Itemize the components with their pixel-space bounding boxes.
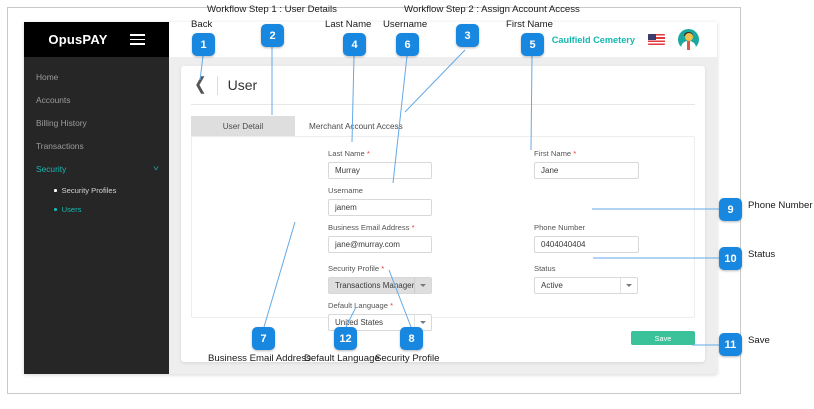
field-label: Business Email Address * (328, 223, 415, 232)
field-label: First Name * (534, 149, 577, 158)
bullet-icon (54, 208, 57, 211)
business-email-input[interactable]: jane@murray.com (328, 235, 432, 253)
field-last-name: Last Name * Murray (328, 149, 432, 179)
header-rule (191, 104, 695, 105)
user-detail-form: Last Name * Murray First Name * Jane (191, 136, 695, 331)
bullet-icon (54, 189, 57, 192)
tab-bar: User Detail Merchant Account Access (191, 116, 695, 137)
page-title: User (227, 77, 258, 93)
security-profile-select[interactable]: Transactions Manager (328, 276, 432, 294)
chevron-down-icon[interactable] (414, 277, 431, 293)
sidebar-item-transactions[interactable]: Transactions (24, 135, 169, 158)
header-divider (216, 75, 218, 95)
sidebar-item-accounts[interactable]: Accounts (24, 88, 169, 111)
callout-badge-6[interactable]: 6 (396, 33, 419, 56)
field-label: Username (328, 186, 364, 195)
sidebar-item-security[interactable]: Security ˅ (24, 158, 169, 181)
sidebar-subitem-label: Users (61, 204, 82, 214)
callout-badge-9[interactable]: 9 (719, 198, 742, 221)
field-username: Username janem (328, 186, 432, 216)
sidebar-item-label: Security (36, 164, 67, 175)
username-input[interactable]: janem (328, 198, 432, 216)
hamburger-icon[interactable] (129, 34, 145, 45)
callout-badge-7[interactable]: 7 (252, 327, 275, 350)
tab-label: User Detail (222, 122, 264, 131)
chevron-down-icon[interactable] (414, 314, 431, 330)
status-select[interactable]: Active (534, 276, 638, 294)
us-flag-icon[interactable] (648, 34, 665, 45)
tab-user-detail[interactable]: User Detail (191, 116, 295, 137)
tab-label: Merchant Account Access (309, 122, 403, 131)
phone-number-input[interactable]: 0404040404 (534, 235, 639, 253)
save-button[interactable]: Save (631, 331, 695, 345)
select-value: Transactions Manager (335, 280, 414, 290)
callout-badge-8[interactable]: 8 (400, 327, 423, 350)
brand-logo-text: OpusPAY (48, 32, 108, 47)
field-status: Status Active (534, 264, 638, 294)
callout-label-save: Save (748, 335, 770, 346)
sidebar: OpusPAY Home Accounts Billing History Tr… (24, 22, 169, 374)
select-value: Active (541, 280, 563, 290)
field-label: Default Language * (328, 301, 394, 310)
sidebar-item-label: Transactions (36, 141, 84, 152)
sidebar-item-users[interactable]: Users (24, 200, 169, 219)
sidebar-item-label: Home (36, 71, 59, 82)
required-marker: * (390, 301, 394, 310)
callout-badge-1[interactable]: 1 (192, 33, 215, 56)
merchant-name: Caulfield Cemetery (551, 34, 635, 45)
content-area: ❮ User User Detail Merchant Account Acce… (169, 57, 717, 374)
user-avatar-icon[interactable] (678, 29, 699, 50)
sidebar-item-label: Accounts (36, 94, 71, 105)
field-business-email: Business Email Address * jane@murray.com (328, 223, 432, 253)
sidebar-item-label: Billing History (36, 117, 87, 128)
required-marker: * (573, 149, 577, 158)
field-label: Phone Number (534, 223, 586, 232)
chevron-down-icon[interactable] (620, 277, 637, 293)
required-marker: * (366, 149, 370, 158)
callout-label-status: Status (748, 249, 776, 260)
select-value: United States (335, 317, 384, 327)
sidebar-item-security-profiles[interactable]: Security Profiles (24, 181, 169, 200)
field-label: Status (534, 264, 556, 273)
field-phone-number: Phone Number 0404040404 (534, 223, 639, 253)
callout-badge-5[interactable]: 5 (521, 33, 544, 56)
callout-badge-10[interactable]: 10 (719, 247, 742, 270)
callout-badge-12[interactable]: 12 (334, 327, 357, 350)
sidebar-item-billing-history[interactable]: Billing History (24, 111, 169, 134)
card-header: ❮ User (181, 66, 705, 104)
field-first-name: First Name * Jane (534, 149, 639, 179)
card-footer: Save (191, 324, 695, 352)
sidebar-nav: Home Accounts Billing History Transactio… (24, 57, 169, 219)
last-name-input[interactable]: Murray (328, 161, 432, 179)
user-card: ❮ User User Detail Merchant Account Acce… (181, 66, 705, 362)
top-app-bar: Caulfield Cemetery (169, 22, 717, 57)
callout-badge-2[interactable]: 2 (261, 24, 284, 47)
tab-merchant-account-access[interactable]: Merchant Account Access (295, 116, 417, 137)
field-security-profile: Security Profile * Transactions Manager (328, 264, 432, 294)
required-marker: * (381, 264, 385, 273)
callout-label-phone-number: Phone Number (748, 200, 813, 211)
first-name-input[interactable]: Jane (534, 161, 639, 179)
sidebar-subitem-label: Security Profiles (61, 185, 117, 195)
chevron-down-icon: ˅ (153, 165, 159, 173)
field-label: Last Name * (328, 149, 370, 158)
callout-badge-4[interactable]: 4 (343, 33, 366, 56)
sidebar-brand: OpusPAY (24, 22, 169, 57)
back-chevron-icon[interactable]: ❮ (194, 75, 207, 94)
callout-badge-11[interactable]: 11 (719, 333, 742, 356)
field-label: Security Profile * (328, 264, 385, 273)
required-marker: * (411, 223, 415, 232)
sidebar-item-home[interactable]: Home (24, 65, 169, 88)
callout-badge-3[interactable]: 3 (456, 24, 479, 47)
application-window: OpusPAY Home Accounts Billing History Tr… (24, 22, 717, 374)
